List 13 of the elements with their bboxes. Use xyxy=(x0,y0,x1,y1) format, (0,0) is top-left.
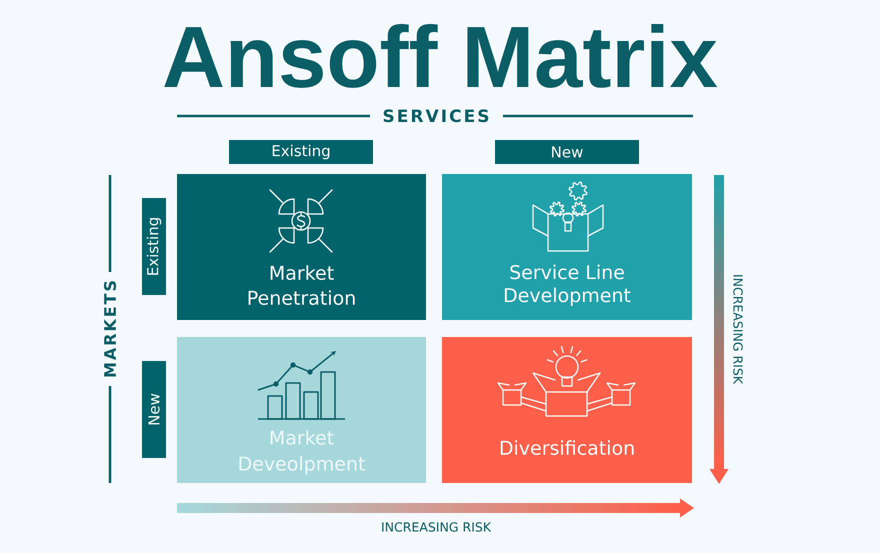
quadrant-box: Diversification xyxy=(442,337,692,483)
axis-label: INCREASING RISK xyxy=(733,275,743,384)
column-header: Existing xyxy=(229,140,373,164)
quadrant-box: Market Penetration xyxy=(177,174,426,320)
column-header: New xyxy=(495,140,639,164)
axis-title: SERVICES xyxy=(384,109,488,122)
row-header: New xyxy=(142,361,166,458)
axis-title: MARKETS xyxy=(104,281,116,376)
quadrant-box: Service Line Development xyxy=(442,174,692,320)
quadrant-box: Market Deveolpment xyxy=(177,337,426,483)
row-header: Existing xyxy=(142,198,166,295)
title: Ansoff Matrix xyxy=(164,24,718,88)
axis-label: INCREASING RISK xyxy=(382,522,492,532)
